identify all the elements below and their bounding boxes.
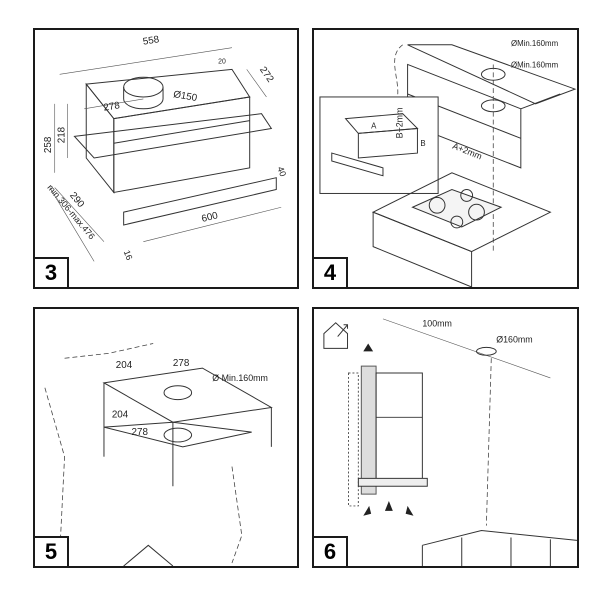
cabinet-cutout-drawing: A B ØMin.160mm ØMin.160mm B+2mm A+2mm xyxy=(319,39,577,287)
panel-4-cabinet-cutout: A B ØMin.160mm ØMin.160mm B+2mm A+2mm 4 xyxy=(312,28,579,289)
inset-label-b: B xyxy=(420,139,425,148)
chimney-duct xyxy=(360,365,377,495)
depth-bottom-label: 204 xyxy=(112,409,129,420)
inset-label-a: A xyxy=(371,121,377,130)
dim-front-width: 600 xyxy=(200,210,219,225)
ventilation-drawing: 100mm Ø160mm xyxy=(323,318,577,566)
hole-top-label: ØMin.160mm xyxy=(511,39,559,48)
dim-depth: 272 xyxy=(257,65,275,85)
height-clearance-label: B+2mm xyxy=(395,108,405,139)
dim-small-depth: 20 xyxy=(218,58,226,65)
step-number: 6 xyxy=(314,536,348,566)
outside-vent-icon xyxy=(323,322,349,349)
step-number: 3 xyxy=(35,257,69,287)
dim-extension: min.306-max.476 xyxy=(45,182,97,241)
offset-top-label: 278 xyxy=(173,358,190,369)
hood-dimension-drawing: 558 272 20 278 Ø150 258 218 290 min.306-… xyxy=(43,34,288,262)
step-number: 4 xyxy=(314,257,348,287)
panel-3-dimensions: 558 272 20 278 Ø150 258 218 290 min.306-… xyxy=(33,28,299,289)
hole-label: Ø Min.160mm xyxy=(212,373,268,383)
cabinet-dimensions-drawing: 204 278 Ø Min.160mm 204 278 xyxy=(44,343,273,566)
step-number: 5 xyxy=(35,536,69,566)
distance-label: 100mm xyxy=(422,319,452,329)
dim-front-height: 40 xyxy=(275,165,288,178)
offset-bottom-label: 278 xyxy=(132,427,149,438)
dim-body-height: 218 xyxy=(57,126,68,143)
dim-width: 558 xyxy=(142,34,160,48)
inset-box xyxy=(319,96,439,194)
dim-duct-offset: 278 xyxy=(103,100,121,114)
panel-6-ventilation: 100mm Ø160mm 6 xyxy=(312,307,579,568)
duct-label: Ø160mm xyxy=(496,334,532,344)
dim-duct-diameter: Ø150 xyxy=(172,89,198,104)
dim-total-height: 258 xyxy=(43,136,54,153)
panel-5-cabinet-dimensions: 204 278 Ø Min.160mm 204 278 5 xyxy=(33,307,299,568)
depth-top-label: 204 xyxy=(116,360,133,371)
dim-front-thickness: 16 xyxy=(122,249,135,262)
width-clearance-label: A+2mm xyxy=(451,141,483,162)
hole-bottom-label: ØMin.160mm xyxy=(511,60,559,69)
